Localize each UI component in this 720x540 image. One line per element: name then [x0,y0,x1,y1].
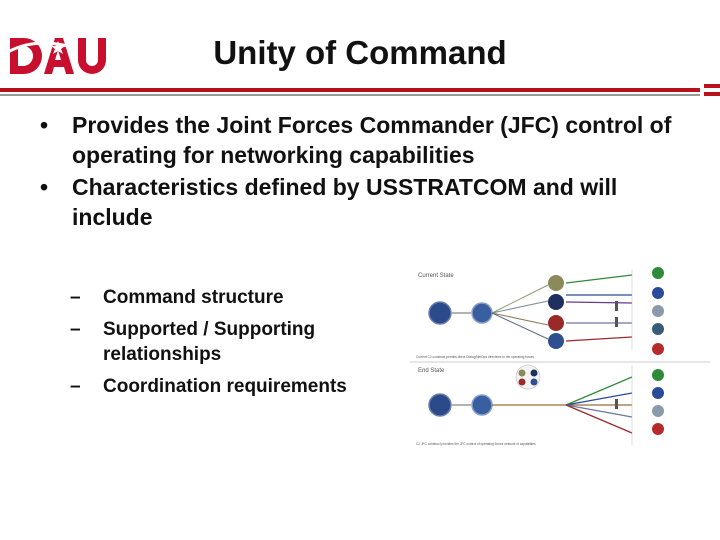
title-divider-gray [0,94,700,96]
soldier-figure [615,317,618,327]
sub-bullet-item: Coordination requirements [70,374,410,399]
bullet-list: Provides the Joint Forces Commander (JFC… [40,110,690,234]
end-caption: C2 JFC construct provides the JFC contro… [416,442,536,446]
soldier-figure [615,399,618,409]
force-icon [652,287,664,299]
force-icon [652,387,664,399]
force-icon [652,305,664,317]
airforce-seal [548,333,564,349]
force-icon [652,267,664,279]
force-icon [652,423,664,435]
force-icon [652,369,664,381]
dau-logo [8,36,108,76]
bullet-item: Provides the Joint Forces Commander (JFC… [40,110,690,170]
stratcom-seal [428,393,452,417]
force-icon [652,405,664,417]
end-state-label: End State [418,368,445,374]
navy-seal [548,294,564,310]
slide-title: Unity of Command [213,34,507,71]
stratcom-seal [428,301,452,325]
dod-seal [471,394,493,416]
title-divider-red [0,88,700,92]
command-structure-diagram: Current State End State Current C2 const… [410,265,710,453]
stripe-accent [704,84,720,100]
current-caption: Current C2 construct permits direct Dial… [416,355,534,359]
bullet-item: Characteristics defined by USSTRATCOM an… [40,172,690,232]
service-cluster [515,364,541,390]
army-seal [548,275,564,291]
sub-bullet-item: Supported / Supporting relationships [70,317,410,367]
sub-bullet-item: Command structure [70,285,410,310]
dod-seal [471,302,493,324]
soldier-figure [615,301,618,311]
marine-seal [548,315,564,331]
sub-bullet-list: Command structure Supported / Supporting… [70,285,410,406]
force-icon [652,343,664,355]
current-state-label: Current State [418,273,454,279]
force-icon [652,323,664,335]
